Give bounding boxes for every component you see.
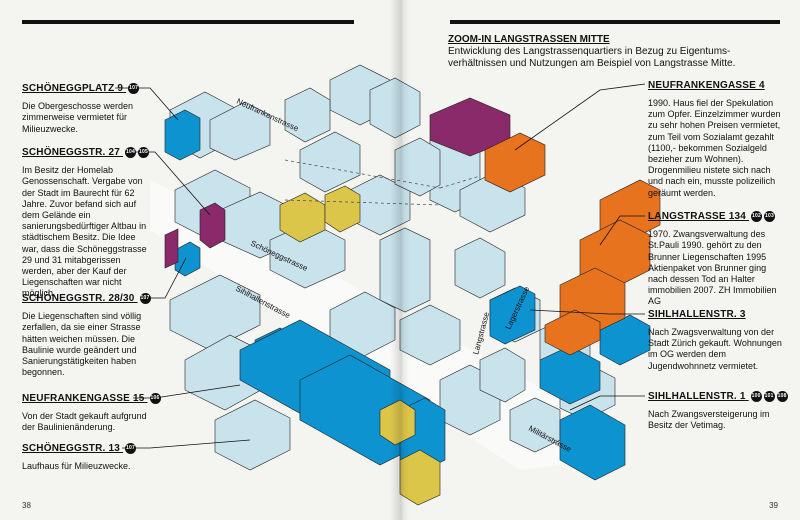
reference-badge: 100: [750, 391, 762, 402]
top-rule-right: [450, 20, 780, 24]
entry-text: 1970. Zwangsverwaltung des St.Pauli 1990…: [648, 229, 777, 307]
reference-badge: 105: [138, 147, 150, 158]
reference-badge: 107: [139, 293, 151, 304]
entry-text: Im Besitz der Homelab Genossenschaft. Ve…: [22, 165, 147, 299]
book-fold-shadow: [390, 0, 410, 520]
entry-schoeneggstr-28-30: SCHÖNEGGSTR. 28/30 107 Die Liegenschafte…: [22, 293, 152, 378]
entry-text: Die Obergeschosse werden zimmerweise ver…: [22, 101, 134, 134]
entry-neufrankengasse-15: NEUFRANKENGASSE 15 106 Von der Stadt gek…: [22, 393, 161, 434]
page-number-left: 38: [22, 501, 31, 510]
entry-neufrankengasse-4: NEUFRANKENGASSE 4 1990. Haus fiel der Sp…: [648, 80, 783, 199]
entry-title: SCHÖNEGGSTR. 27: [22, 147, 121, 159]
entry-title: SCHÖNEGGSTR. 28/30: [22, 293, 135, 305]
reference-badges: 106: [148, 393, 161, 404]
page-heading-subtitle: Entwicklung des Langstrassenquartiers in…: [448, 46, 736, 69]
top-rule-left: [22, 20, 354, 24]
entry-title: SIHLHALLENSTR. 3: [648, 309, 746, 320]
reference-badge: 103: [764, 211, 776, 222]
entry-title: LANGSTRASSE 134: [648, 211, 747, 223]
entry-title: NEUFRANKENGASSE 15: [22, 393, 145, 405]
reference-badge: 102: [751, 211, 763, 222]
reference-badges: 107: [123, 443, 137, 454]
page-number-right: 39: [769, 501, 778, 510]
entry-text: Laufhaus für Milieuzwecke.: [22, 461, 131, 472]
entry-text: Von der Stadt gekauft aufgrund der Bauli…: [22, 411, 147, 433]
entry-text: 1990. Haus fiel der Spekulation zum Opfe…: [648, 98, 781, 198]
entry-title: SCHÖNEGGPLATZ 9: [22, 83, 124, 95]
reference-badge: 108: [776, 391, 788, 402]
entry-title: SIHLHALLENSTR. 1: [648, 391, 746, 403]
entry-text: Nach Zwagsverwaltung von der Stadt Züric…: [648, 327, 782, 371]
street-label-langstrasse: Langstrasse: [471, 311, 491, 356]
entry-schoeneggstr-13: SCHÖNEGGSTR. 13 107 Laufhaus für Milieuz…: [22, 443, 152, 472]
reference-badge: 107: [128, 83, 140, 94]
reference-badge: 107: [125, 443, 137, 454]
reference-badge: 101: [763, 391, 775, 402]
entry-schoeneggplatz-9: SCHÖNEGGPLATZ 9 107 Die Obergeschosse we…: [22, 83, 152, 135]
reference-badges: 107: [126, 83, 140, 94]
entry-text: Nach Zwangsversteigerung im Besitz der V…: [648, 409, 770, 431]
reference-badge: 104: [125, 147, 137, 158]
entry-title: NEUFRANKENGASSE 4: [648, 80, 765, 91]
reference-badge: 106: [149, 393, 161, 404]
reference-badges: 107: [138, 293, 151, 304]
entry-title: SCHÖNEGGSTR. 13: [22, 443, 121, 455]
entry-text: Die Liegenschaften sind völlig zerfallen…: [22, 311, 142, 378]
entry-sihlhallenstr-3: SIHLHALLENSTR. 3 Nach Zwagsverwaltung vo…: [648, 309, 783, 372]
page-heading-title: ZOOM-IN LANGSTRASSEN MITTE: [448, 34, 610, 45]
